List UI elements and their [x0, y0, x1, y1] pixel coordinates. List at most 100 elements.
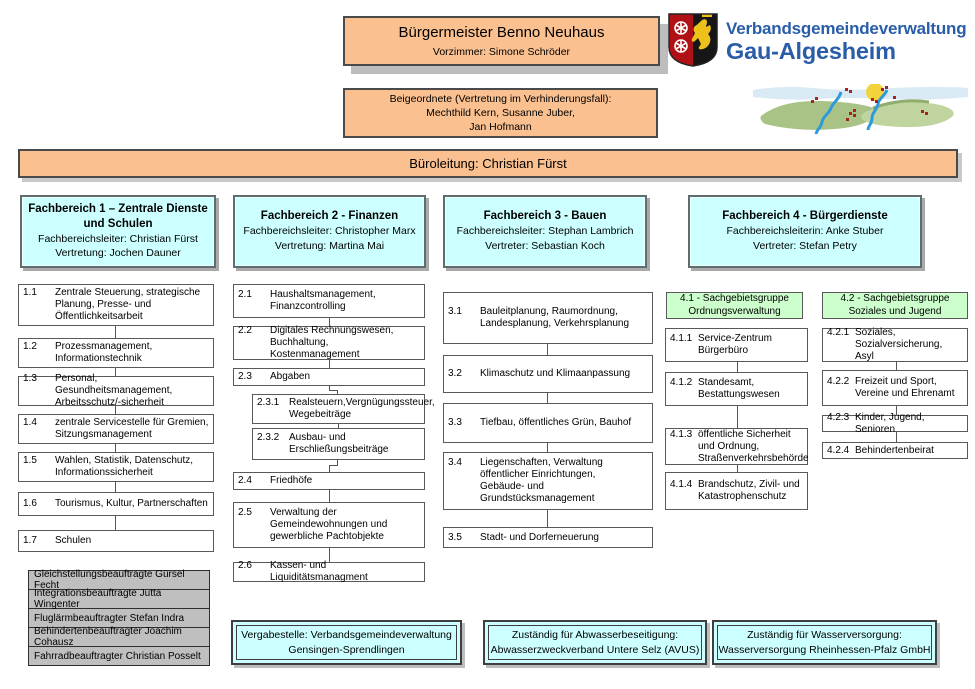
office-management-label: Büroleitung: Christian Fürst [409, 156, 567, 171]
unit-text: Kinder, Jugend, Senioren [855, 411, 925, 435]
shield-graphic [668, 13, 718, 67]
unit-text: Wahlen, Statistik, Datenschutz, Informat… [55, 455, 194, 478]
footer-line1: Vergabestelle: Verbandsgemeindeverwaltun… [241, 629, 452, 642]
officer-label: Behindertenbeauftragter Joachim Cohausz [34, 626, 182, 648]
deputies-box: Beigeordnete (Vertretung im Verhinderung… [343, 88, 658, 138]
unit-box-4-1-1: 4.1.1 Service-Zentrum Bürgerbüro [665, 328, 808, 362]
mayor-name: Bürgermeister Benno Neuhaus [398, 24, 605, 41]
unit-number: 4.1.4 [670, 479, 693, 490]
unit-box-4-1-3: 4.1.3 öffentliche Sicherheit und Ordnung,… [665, 428, 809, 465]
officer-label: Gleichstellungsbeauftragte Gürsel Fecht [34, 569, 185, 591]
subgroup-header-4-2: 4.2 - Sachgebietsgruppe Soziales und Jug… [822, 292, 968, 319]
connector-elbow [329, 460, 338, 466]
unit-number: 1.1 [23, 287, 37, 298]
unit-number: 4.1.3 [670, 428, 693, 440]
connector-line [896, 432, 897, 442]
department-leader: Fachbereichsleiter: Christopher Marx [243, 225, 416, 238]
department-leader: Fachbereichsleiter: Stephan Lambrich [456, 225, 634, 238]
unit-number: 4.1.1 [670, 333, 693, 344]
landscape-graphic [753, 83, 968, 135]
connector-line [737, 406, 738, 428]
department-deputy: Vertretung: Martina Mai [274, 239, 385, 252]
logo-line1: Verbandsgemeindeverwaltung [726, 19, 967, 38]
unit-text: Abgaben [270, 371, 311, 382]
footer-box-wastewater: Zuständig für Abwasserbeseitigung: Abwas… [483, 620, 707, 665]
unit-text: Digitales Rechnungswesen, Buchhaltung, K… [270, 325, 394, 360]
unit-text: Tourismus, Kultur, Partnerschaften [55, 498, 208, 509]
connector-line [329, 490, 330, 502]
connector-line [329, 318, 330, 326]
connector-line [896, 406, 897, 415]
unit-text: Verwaltung der Gemeindewohnungen und gew… [270, 507, 388, 542]
connector-line [547, 344, 548, 355]
officer-label: Fahrradbeauftragter Christian Posselt [34, 650, 201, 662]
officer-row: Integrationsbeauftragte Jutta Wingenter [28, 588, 210, 610]
unit-text: Ausbau- und Erschließungsbeiträge [289, 432, 389, 455]
unit-number: 3.3 [448, 417, 462, 428]
footer-box-water-supply: Zuständig für Wasserversorgung: Wasserve… [712, 620, 937, 665]
footer-line1: Zuständig für Abwasserbeseitigung: [511, 629, 679, 642]
connector-line [737, 362, 738, 372]
department-header-fb3: Fachbereich 3 - Bauen Fachbereichsleiter… [443, 195, 647, 268]
connector-line [329, 548, 330, 562]
unit-number: 1.6 [23, 498, 37, 509]
department-title: Fachbereich 1 – Zentrale Dienste und Sch… [28, 202, 208, 230]
department-deputy: Vertretung: Jochen Dauner [55, 247, 181, 260]
footer-line2: Gensingen-Sprendlingen [288, 643, 405, 656]
unit-text: Brandschutz, Zivil- und Katastrophenschu… [698, 479, 800, 502]
unit-number: 2.4 [238, 475, 252, 486]
mayor-box: Bürgermeister Benno Neuhaus Vorzimmer: S… [343, 16, 660, 66]
unit-number: 1.5 [23, 455, 37, 466]
unit-text: öffentliche Sicherheit und Ordnung, Stra… [698, 428, 809, 464]
unit-box-2-3-1: 2.3.1 Realsteuern,Vergnügungssteuer, Wege… [252, 394, 435, 424]
unit-text: Stadt- und Dorferneuerung [480, 531, 599, 543]
unit-text: Prozessmanagement, Informationstechnik [55, 341, 153, 364]
unit-number: 4.2.2 [827, 376, 850, 387]
department-deputy: Vertreter: Stefan Petry [753, 239, 857, 252]
unit-number: 3.5 [448, 531, 462, 543]
unit-box-4-1-4: 4.1.4 Brandschutz, Zivil- und Katastrophe… [665, 472, 808, 510]
unit-number: 2.6 [238, 560, 252, 571]
unit-number: 3.1 [448, 306, 462, 317]
connector-line [115, 326, 116, 338]
unit-text: Klimaschutz und Klimaanpassung [480, 368, 631, 379]
unit-text: Bauleitplanung, Raumordnung, Landesplanu… [480, 306, 630, 329]
unit-number: 3.2 [448, 368, 462, 379]
connector-elbow [329, 386, 338, 391]
unit-box-1-5: 1.5 Wahlen, Statistik, Datenschutz, Infor… [18, 452, 214, 482]
connector-line [547, 510, 548, 527]
unit-number: 2.3.1 [257, 397, 280, 408]
officer-label: Integrationsbeauftragte Jutta Wingenter [34, 588, 162, 610]
department-header-fb4: Fachbereich 4 - Bürgerdienste Fachbereic… [688, 195, 922, 268]
footer-box-procurement: Vergabestelle: Verbandsgemeindeverwaltun… [231, 620, 462, 665]
department-header-fb2: Fachbereich 2 - Finanzen Fachbereichslei… [233, 195, 426, 268]
unit-number: 2.3 [238, 371, 252, 382]
footer-line1: Zuständig für Wasserversorgung: [747, 629, 902, 642]
deputies-line2: Mechthild Kern, Susanne Juber, [426, 106, 575, 119]
unit-number: 3.4 [448, 457, 462, 468]
unit-number: 4.2.1 [827, 327, 850, 338]
department-header-fb1: Fachbereich 1 – Zentrale Dienste und Sch… [20, 195, 216, 268]
connector-line [547, 443, 548, 452]
department-deputy: Vertreter: Sebastian Koch [485, 239, 605, 252]
officer-row: Fluglärmbeauftragter Stefan Indra [28, 608, 210, 628]
unit-text: Service-Zentrum Bürgerbüro [698, 333, 772, 356]
subgroup-label: 4.1 - Sachgebietsgruppe Ordnungsverwaltu… [680, 293, 789, 317]
unit-text: Realsteuern,Vergnügungssteuer, Wegebeitr… [289, 397, 435, 420]
unit-number: 1.2 [23, 341, 37, 352]
connector-line [338, 424, 339, 428]
